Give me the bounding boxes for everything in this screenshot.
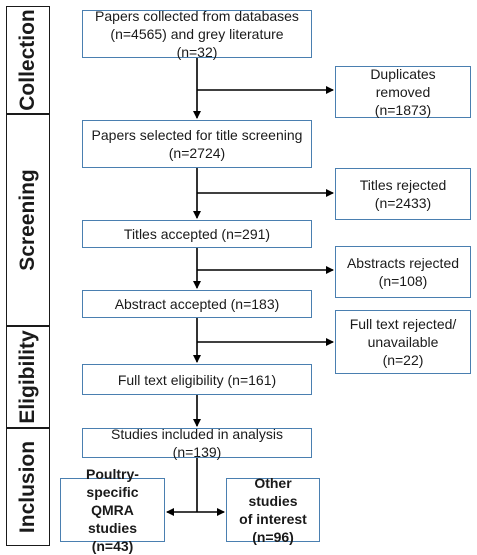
box-titles-accepted: Titles accepted (n=291) (82, 220, 312, 248)
stage-eligibility: Eligibility (6, 326, 50, 428)
stage-screening: Screening (6, 114, 50, 326)
box-studies-included: Studies included in analysis (n=139) (82, 426, 312, 460)
box-titles-rejected: Titles rejected (n=2433) (335, 168, 471, 220)
box-abstracts-rejected: Abstracts rejected (n=108) (335, 246, 471, 298)
box-other-studies: Other studies of interest (n=96) (226, 475, 320, 545)
box-papers-collected: Papers collected from databases (n=4565)… (82, 8, 312, 60)
stage-inclusion: Inclusion (6, 428, 50, 546)
box-duplicates-removed: Duplicates removed (n=1873) (335, 66, 471, 118)
box-poultry-qmra: Poultry-specific QMRA studies (n=43) (60, 466, 165, 554)
box-abstract-accepted: Abstract accepted (n=183) (82, 290, 312, 318)
box-fulltext-eligibility: Full text eligibility (n=161) (82, 364, 312, 395)
stage-collection: Collection (6, 6, 50, 114)
box-fulltext-rejected: Full text rejected/ unavailable (n=22) (335, 310, 471, 374)
box-title-screening: Papers selected for title screening (n=2… (82, 120, 312, 168)
